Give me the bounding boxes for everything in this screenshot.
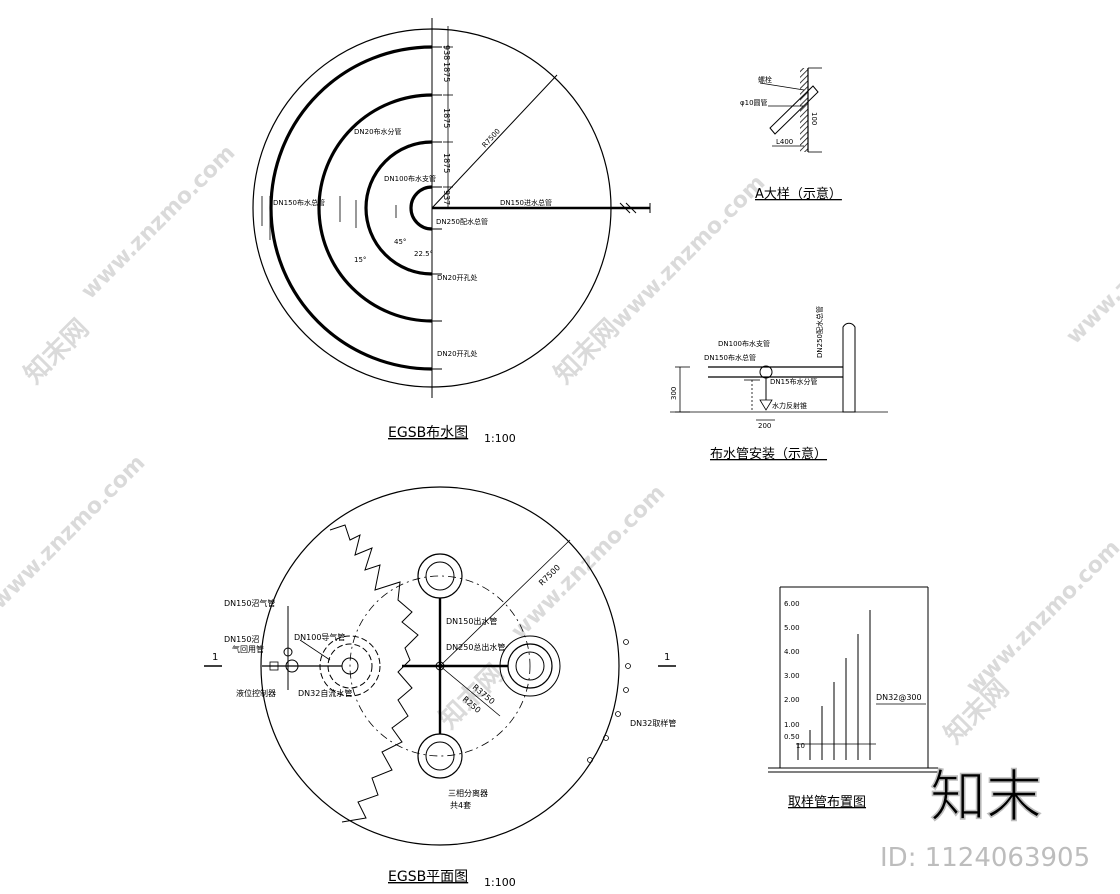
cone-label: 水力反射锥 xyxy=(772,401,807,410)
main-outlet-label: DN250总出水管 xyxy=(446,642,505,652)
dn20-hole-label: DN20开孔处 xyxy=(437,349,478,358)
guide-pipe-label: DN100导气管 xyxy=(294,632,345,642)
image-id: ID: 1124063905 xyxy=(880,843,1090,873)
width-label: 200 xyxy=(758,422,771,430)
height-label: 300 xyxy=(670,387,678,400)
dim-label: 1875 xyxy=(442,62,451,82)
dim-label: 1875 xyxy=(442,108,451,128)
separator-label: 三相分离器 xyxy=(448,788,488,798)
inlet-pipe-end xyxy=(625,202,637,214)
bolt-label: 螺栓 xyxy=(758,75,772,84)
dn20-hole-label: DN20开孔处 xyxy=(437,273,478,282)
sampling-title: 取样管布置图 xyxy=(788,795,866,810)
level-label: 液位控制器 xyxy=(236,688,276,698)
level-tick: 3.00 xyxy=(784,672,800,680)
gas-return-label: DN150沼 xyxy=(224,635,259,644)
brand-logo: 知末 xyxy=(930,765,1042,830)
section-mark: 1 xyxy=(212,652,218,663)
floor-plan xyxy=(204,486,676,846)
watermark-text: www.znzmo.com xyxy=(507,480,671,644)
separator-count: 共4套 xyxy=(450,800,471,810)
dn250-label: DN250配水总管 xyxy=(436,217,488,226)
floor-plan-title: EGSB平面图 xyxy=(388,869,468,885)
sample-pipe-label: DN32取样管 xyxy=(630,718,676,728)
outlet-ticks xyxy=(432,46,442,370)
detail-a-title: A大样（示意） xyxy=(755,186,842,202)
dn150-label: DN150布水总管 xyxy=(704,353,756,362)
watermark-brand: 知末网 xyxy=(549,314,625,390)
separator-circle xyxy=(349,575,531,757)
sampling-text: 6.00 5.00 4.00 3.00 2.00 1.00 0.50 10 DN… xyxy=(784,600,922,750)
base-label: 10 xyxy=(796,742,805,750)
inlet-pipe-end xyxy=(619,202,631,214)
overflow-label: DN32自流水管 xyxy=(298,688,352,698)
watermark-text: www.znzmo.com xyxy=(1062,185,1120,349)
ring-pipe-3 xyxy=(364,140,433,276)
pipe-install-text: DN250配水总管 DN100布水支管 DN150布水总管 DN15布水分管 水… xyxy=(670,306,824,430)
tank-outline xyxy=(260,486,620,846)
level-tick: 1.00 xyxy=(784,721,800,729)
dn150-ring-label: DN150布水总管 xyxy=(273,198,325,207)
section-mark: 1 xyxy=(664,652,670,663)
level-tick: 0.50 xyxy=(784,733,800,741)
pipe-install-title: 布水管安装（示意） xyxy=(710,446,827,462)
angle-dims xyxy=(261,196,397,240)
dn100-label: DN100布水支管 xyxy=(384,174,436,183)
dn15-label: DN15布水分管 xyxy=(770,377,818,386)
watermark-text: www.znzmo.com xyxy=(0,450,150,614)
angle-15: 15° xyxy=(354,256,366,264)
plan-scale: 1:100 xyxy=(484,432,516,445)
tube-label: φ10圆管 xyxy=(740,98,768,107)
angle-22: 22.5° xyxy=(414,250,433,258)
distribution-plan xyxy=(252,18,651,398)
floor-plan-scale: 1:100 xyxy=(484,876,516,889)
level-tick: 2.00 xyxy=(784,696,800,704)
level-tick: 5.00 xyxy=(784,624,800,632)
dim-label: 938 xyxy=(442,45,451,60)
ring-pipe-inner xyxy=(409,185,433,231)
outlet-label: DN150出水管 xyxy=(446,616,497,626)
dn100-label: DN100布水支管 xyxy=(718,339,770,348)
sampling-layout xyxy=(768,586,938,773)
watermark-text: www.znzmo.com xyxy=(607,170,771,334)
plan-title: EGSB布水图 xyxy=(388,425,468,441)
dim-100: 100 xyxy=(810,112,818,125)
dim-label: 937 xyxy=(442,190,451,205)
dn150-inlet-label: DN150进水总管 xyxy=(500,198,552,207)
gas-pipe-label: DN150沼气管 xyxy=(224,598,275,608)
pipe-install xyxy=(670,322,888,421)
gas-return-label-2: 气回用管 xyxy=(232,644,264,654)
watermark-layer: www.znzmo.com 知末网 www.znzmo.com 知末网 www.… xyxy=(0,140,1120,750)
dn20-branch-label: DN20布水分管 xyxy=(354,127,402,136)
dn250-label: DN250配水总管 xyxy=(815,306,824,358)
sample-pipe-label: DN32@300 xyxy=(876,693,922,702)
watermark-text: www.znzmo.com xyxy=(962,535,1120,699)
watermark-text: www.znzmo.com xyxy=(77,140,241,304)
dim-label: 1875 xyxy=(442,153,451,173)
level-tick: 6.00 xyxy=(784,600,800,608)
ring-pipe-outer xyxy=(269,45,433,371)
l400-label: L400 xyxy=(776,138,793,146)
radius-line xyxy=(431,74,558,209)
watermark-brand: 知末网 xyxy=(19,314,95,390)
break-line xyxy=(329,524,419,823)
level-tick: 4.00 xyxy=(784,648,800,656)
ring-pipe-2 xyxy=(317,93,433,323)
angle-45: 45° xyxy=(394,238,406,246)
detail-a-text: 螺栓 φ10圆管 100 L400 xyxy=(740,75,818,146)
detail-a xyxy=(759,67,822,153)
radius-label: R7500 xyxy=(481,127,502,149)
